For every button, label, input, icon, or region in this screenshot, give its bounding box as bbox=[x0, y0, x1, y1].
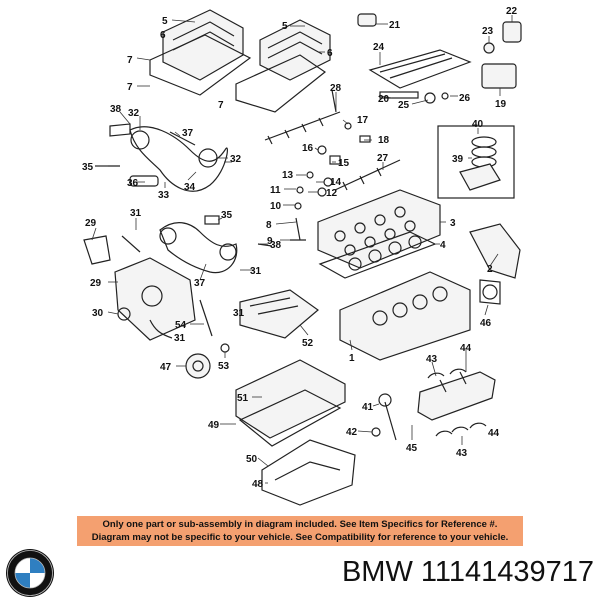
callout-2: 2 bbox=[487, 264, 493, 275]
water-pump bbox=[83, 235, 111, 265]
engine-front-cover bbox=[114, 257, 196, 341]
callout-22: 22 bbox=[506, 6, 518, 17]
callout-35: 35 bbox=[82, 162, 94, 173]
callout-43: 43 bbox=[426, 354, 438, 365]
disclaimer-line-1: Only one part or sub-assembly in diagram… bbox=[102, 519, 498, 530]
callout-48: 48 bbox=[252, 479, 264, 490]
bmw-roundel-icon bbox=[6, 549, 54, 597]
callout-1: 1 bbox=[349, 353, 355, 364]
callout-9: 9 bbox=[267, 236, 273, 247]
callout-3: 3 bbox=[450, 218, 456, 229]
engine-block bbox=[339, 271, 471, 361]
callout-5b: 5 bbox=[282, 21, 288, 32]
callout-53: 53 bbox=[218, 361, 230, 372]
callout-36: 36 bbox=[127, 178, 139, 189]
callout-26: 26 bbox=[459, 93, 471, 104]
callout-14: 14 bbox=[330, 177, 342, 188]
callout-21: 21 bbox=[389, 20, 401, 31]
callout-34: 34 bbox=[184, 182, 196, 193]
callout-5: 5 bbox=[162, 16, 168, 27]
head-gasket bbox=[318, 231, 437, 279]
callout-7b: 7 bbox=[127, 82, 133, 93]
callout-17: 17 bbox=[357, 115, 369, 126]
oil-pan-lower bbox=[261, 439, 356, 506]
callout-7: 7 bbox=[127, 55, 133, 66]
callout-31c: 31 bbox=[233, 308, 245, 319]
callout-50: 50 bbox=[246, 454, 258, 465]
callout-38b: 38 bbox=[270, 240, 282, 251]
callout-46: 46 bbox=[480, 318, 492, 329]
callout-40: 40 bbox=[472, 119, 484, 130]
oil-pan-upper bbox=[235, 359, 346, 439]
oil-pump bbox=[239, 289, 319, 339]
crankshaft bbox=[417, 371, 496, 421]
callout-19: 19 bbox=[495, 99, 507, 110]
callout-24: 24 bbox=[373, 42, 385, 53]
callout-27: 27 bbox=[377, 153, 389, 164]
callout-31b: 31 bbox=[250, 266, 262, 277]
callout-6b: 6 bbox=[327, 48, 333, 59]
callout-29b: 29 bbox=[90, 278, 102, 289]
callout-44: 44 bbox=[460, 343, 472, 354]
right-valve-cover-gasket bbox=[235, 54, 327, 113]
callout-37: 37 bbox=[182, 128, 194, 139]
part-number-label: BMW 11141439717 bbox=[341, 556, 594, 588]
piston-rings-box bbox=[437, 125, 515, 199]
disclaimer-line-2: Diagram may not be specific to your vehi… bbox=[91, 532, 509, 543]
callout-33: 33 bbox=[158, 190, 170, 201]
callout-49: 49 bbox=[208, 420, 220, 431]
callout-38: 38 bbox=[110, 104, 122, 115]
callout-18: 18 bbox=[378, 135, 390, 146]
callout-31d: 31 bbox=[174, 333, 186, 344]
callout-25: 25 bbox=[398, 100, 410, 111]
callout-23: 23 bbox=[482, 26, 494, 37]
callout-45: 45 bbox=[406, 443, 418, 454]
camshaft-27 bbox=[334, 159, 401, 191]
crank-pulley bbox=[185, 353, 211, 379]
callout-54: 54 bbox=[175, 320, 187, 331]
timing-chain-lower bbox=[159, 222, 238, 274]
cylinder-head bbox=[317, 189, 441, 269]
oil-pan-gasket bbox=[238, 389, 342, 447]
callout-31: 31 bbox=[130, 208, 142, 219]
callout-37b: 37 bbox=[194, 278, 206, 289]
callout-13: 13 bbox=[282, 170, 294, 181]
callout-28: 28 bbox=[330, 83, 342, 94]
callout-30: 30 bbox=[92, 308, 104, 319]
callout-41: 41 bbox=[362, 402, 374, 413]
callout-4: 4 bbox=[440, 240, 446, 251]
callout-15: 15 bbox=[338, 158, 350, 169]
callout-12: 12 bbox=[326, 188, 338, 199]
callout-20: 20 bbox=[378, 94, 390, 105]
right-valve-cover bbox=[259, 19, 331, 81]
engine-parts-diagram: 5 21 22 6 7 5 6 24 23 7 7 28 20 25 26 19… bbox=[82, 6, 522, 506]
callout-43b: 43 bbox=[456, 448, 468, 459]
callout-7c: 7 bbox=[218, 100, 224, 111]
callout-8: 8 bbox=[266, 220, 272, 231]
callout-44b: 44 bbox=[488, 428, 500, 439]
callout-42: 42 bbox=[346, 427, 358, 438]
left-valve-cover-gasket bbox=[149, 34, 252, 96]
filter-19 bbox=[481, 63, 517, 89]
timing-cover bbox=[469, 223, 521, 279]
callout-11: 11 bbox=[270, 185, 281, 196]
sensor-21 bbox=[357, 13, 377, 27]
callout-10: 10 bbox=[270, 201, 282, 212]
callout-6: 6 bbox=[160, 30, 166, 41]
callout-32: 32 bbox=[128, 108, 140, 119]
callout-51: 51 bbox=[237, 393, 249, 404]
plug-23 bbox=[483, 42, 495, 54]
disclaimer-banner: Only one part or sub-assembly in diagram… bbox=[77, 516, 523, 546]
sensor-22 bbox=[502, 21, 522, 43]
callout-35b: 35 bbox=[221, 210, 233, 221]
connecting-rod bbox=[384, 401, 397, 441]
callout-39: 39 bbox=[452, 154, 464, 165]
callout-52: 52 bbox=[302, 338, 314, 349]
callout-29: 29 bbox=[85, 218, 97, 229]
callout-16: 16 bbox=[302, 143, 314, 154]
manifold-24 bbox=[368, 49, 472, 89]
callout-47: 47 bbox=[160, 362, 172, 373]
callout-32b: 32 bbox=[230, 154, 242, 165]
piston bbox=[459, 163, 501, 191]
